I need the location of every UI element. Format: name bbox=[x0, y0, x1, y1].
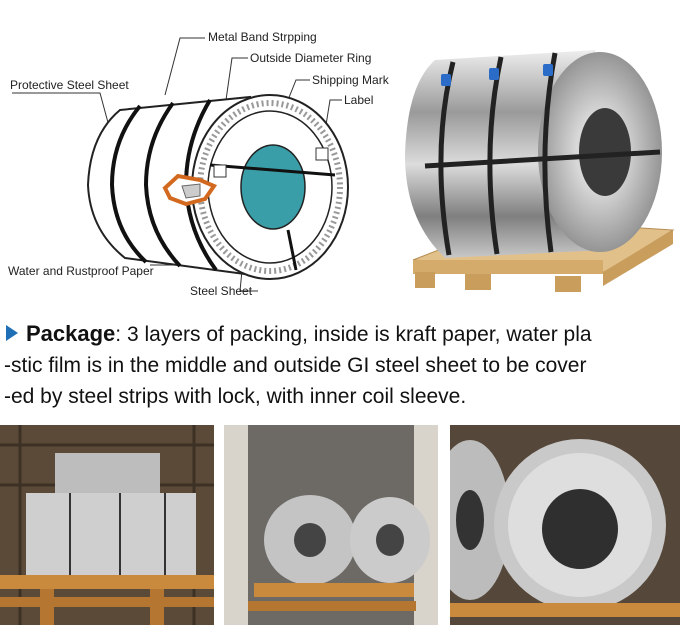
play-arrow-icon bbox=[6, 325, 18, 342]
coil-core bbox=[240, 144, 306, 230]
package-separator: : bbox=[115, 323, 122, 346]
label-metal-band: Metal Band Strpping bbox=[208, 30, 317, 44]
container-loading-photo-1 bbox=[0, 425, 214, 625]
coil-diagram-drawing bbox=[12, 37, 349, 292]
package-line-3: -ed by steel strips with lock, with inne… bbox=[4, 385, 467, 408]
package-title: Package bbox=[26, 321, 116, 346]
coil-on-pallet-photo bbox=[405, 40, 677, 298]
coil-packing-diagram: Metal Band Strpping Outside Diameter Rin… bbox=[0, 0, 410, 300]
label-water-paper: Water and Rustproof Paper bbox=[8, 264, 154, 278]
container-loading-photo-2 bbox=[224, 425, 438, 625]
package-line-2: -stic film is in the middle and outside … bbox=[4, 354, 587, 377]
label-protective-sheet: Protective Steel Sheet bbox=[10, 78, 129, 92]
label-steel-sheet: Steel Sheet bbox=[190, 284, 253, 298]
shipping-mark-square bbox=[213, 164, 227, 178]
label-outside-ring: Outside Diameter Ring bbox=[250, 51, 372, 65]
package-description: Package: 3 layers of packing, inside is … bbox=[4, 318, 680, 412]
label-square bbox=[315, 147, 329, 161]
container-loading-photo-3 bbox=[430, 425, 680, 625]
label-shipping-mark: Shipping Mark bbox=[312, 73, 389, 87]
strap-locks bbox=[441, 64, 553, 86]
package-text-1: 3 layers of packing, inside is kraft pap… bbox=[121, 323, 592, 346]
label-label: Label bbox=[344, 93, 374, 107]
package-line-1: Package: 3 layers of packing, inside is … bbox=[4, 318, 680, 350]
coil-inner-bore bbox=[579, 108, 631, 196]
